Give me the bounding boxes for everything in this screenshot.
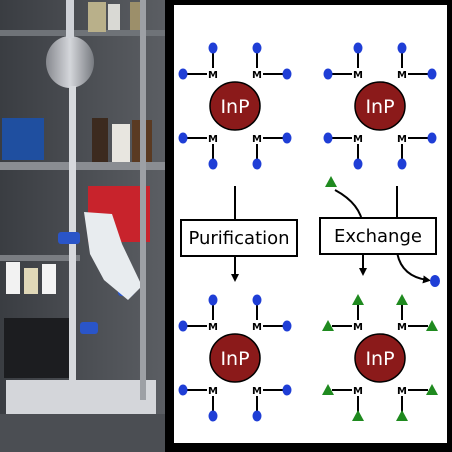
arrow-exchange-out: [396, 251, 431, 284]
ligand-circle: [178, 132, 188, 144]
metal-label: M: [353, 386, 363, 397]
metal-label: M: [252, 134, 262, 145]
ligand-circle: [282, 68, 292, 80]
metal-label: M: [353, 322, 363, 333]
ligand-circle: [252, 410, 262, 422]
bottle: [24, 268, 38, 294]
ligand-circle: [252, 158, 262, 170]
ligand-circle: [427, 68, 437, 80]
ligand-triangle: [396, 410, 408, 421]
quantum-dot-exchanged: M M M M InP: [322, 294, 438, 421]
step-label-exchange: Exchange: [334, 226, 422, 247]
core-label: InP: [220, 348, 249, 370]
ligand-exchange-diagram: M M M M InP M M M M InP M M M M InP M M M M InP Purificatio…: [172, 3, 449, 445]
blue-container: [2, 118, 44, 160]
metal-label: M: [397, 70, 407, 81]
ligand-circle: [252, 294, 262, 306]
bottle: [112, 124, 130, 162]
ligand-circle: [208, 410, 218, 422]
ligand-circle: [427, 132, 437, 144]
ligand-triangle: [322, 320, 334, 331]
shelf-middle: [0, 162, 165, 170]
ligand-triangle: [426, 320, 438, 331]
step-box-purification: [180, 219, 298, 257]
support-rod: [140, 0, 146, 400]
ligand-triangle: [322, 384, 334, 395]
ligand-circle: [282, 320, 292, 332]
ligand-triangle: [426, 384, 438, 395]
incoming-ligand: [325, 176, 337, 187]
metal-label: M: [252, 70, 262, 81]
ligand-triangle: [352, 410, 364, 421]
ligand-circle: [282, 384, 292, 396]
nanocrystal-core: [354, 333, 406, 383]
bottle: [108, 4, 120, 30]
shelf-top: [0, 30, 165, 36]
quantum-dot-purified: M M M M InP: [178, 294, 292, 422]
ligand-circle: [282, 132, 292, 144]
ligand-circle: [208, 294, 218, 306]
metal-label: M: [252, 322, 262, 333]
metal-label: M: [208, 70, 218, 81]
bench: [0, 414, 165, 452]
metal-label: M: [397, 322, 407, 333]
outgoing-ligand: [430, 275, 440, 287]
clamp: [80, 322, 98, 334]
ligand-circle: [252, 42, 262, 54]
quantum-dot-start-left: M M M M InP: [178, 42, 292, 170]
ligand-circle: [397, 42, 407, 54]
ligand-triangle: [396, 294, 408, 305]
core-label: InP: [365, 348, 394, 370]
ligand-circle: [208, 42, 218, 54]
glove: [84, 212, 142, 300]
metal-label: M: [252, 386, 262, 397]
stand-base: [6, 380, 156, 414]
metal-label: M: [397, 134, 407, 145]
core-label: InP: [220, 96, 249, 118]
core-label: InP: [365, 96, 394, 118]
funnel-neck: [66, 0, 74, 38]
ligand-circle: [353, 42, 363, 54]
metal-label: M: [353, 70, 363, 81]
quantum-dot-start-right: M M M M InP: [323, 42, 437, 170]
bottle: [88, 2, 106, 32]
nanocrystal-core: [209, 81, 261, 131]
ligand-circle: [397, 158, 407, 170]
bottle: [42, 264, 56, 294]
ligand-triangle: [352, 294, 364, 305]
ligand-circle: [178, 68, 188, 80]
nanocrystal-core: [354, 81, 406, 131]
ligand-circle: [178, 384, 188, 396]
clamp: [58, 232, 80, 244]
bottle: [6, 262, 20, 294]
ligand-circle: [323, 68, 333, 80]
metal-label: M: [208, 322, 218, 333]
shelf-bottom: [0, 255, 80, 261]
metal-label: M: [208, 134, 218, 145]
bottle: [92, 118, 108, 162]
ligand-circle: [353, 158, 363, 170]
step-box-exchange: [319, 217, 437, 255]
lab-photo: [0, 0, 165, 452]
metal-label: M: [397, 386, 407, 397]
funnel-bulb: [46, 36, 94, 88]
metal-label: M: [353, 134, 363, 145]
ligand-circle: [323, 132, 333, 144]
nanocrystal-core: [209, 333, 261, 383]
ligand-circle: [208, 158, 218, 170]
dark-box: [4, 318, 76, 378]
metal-label: M: [208, 386, 218, 397]
step-label-purification: Purification: [188, 228, 289, 249]
ligand-circle: [178, 320, 188, 332]
